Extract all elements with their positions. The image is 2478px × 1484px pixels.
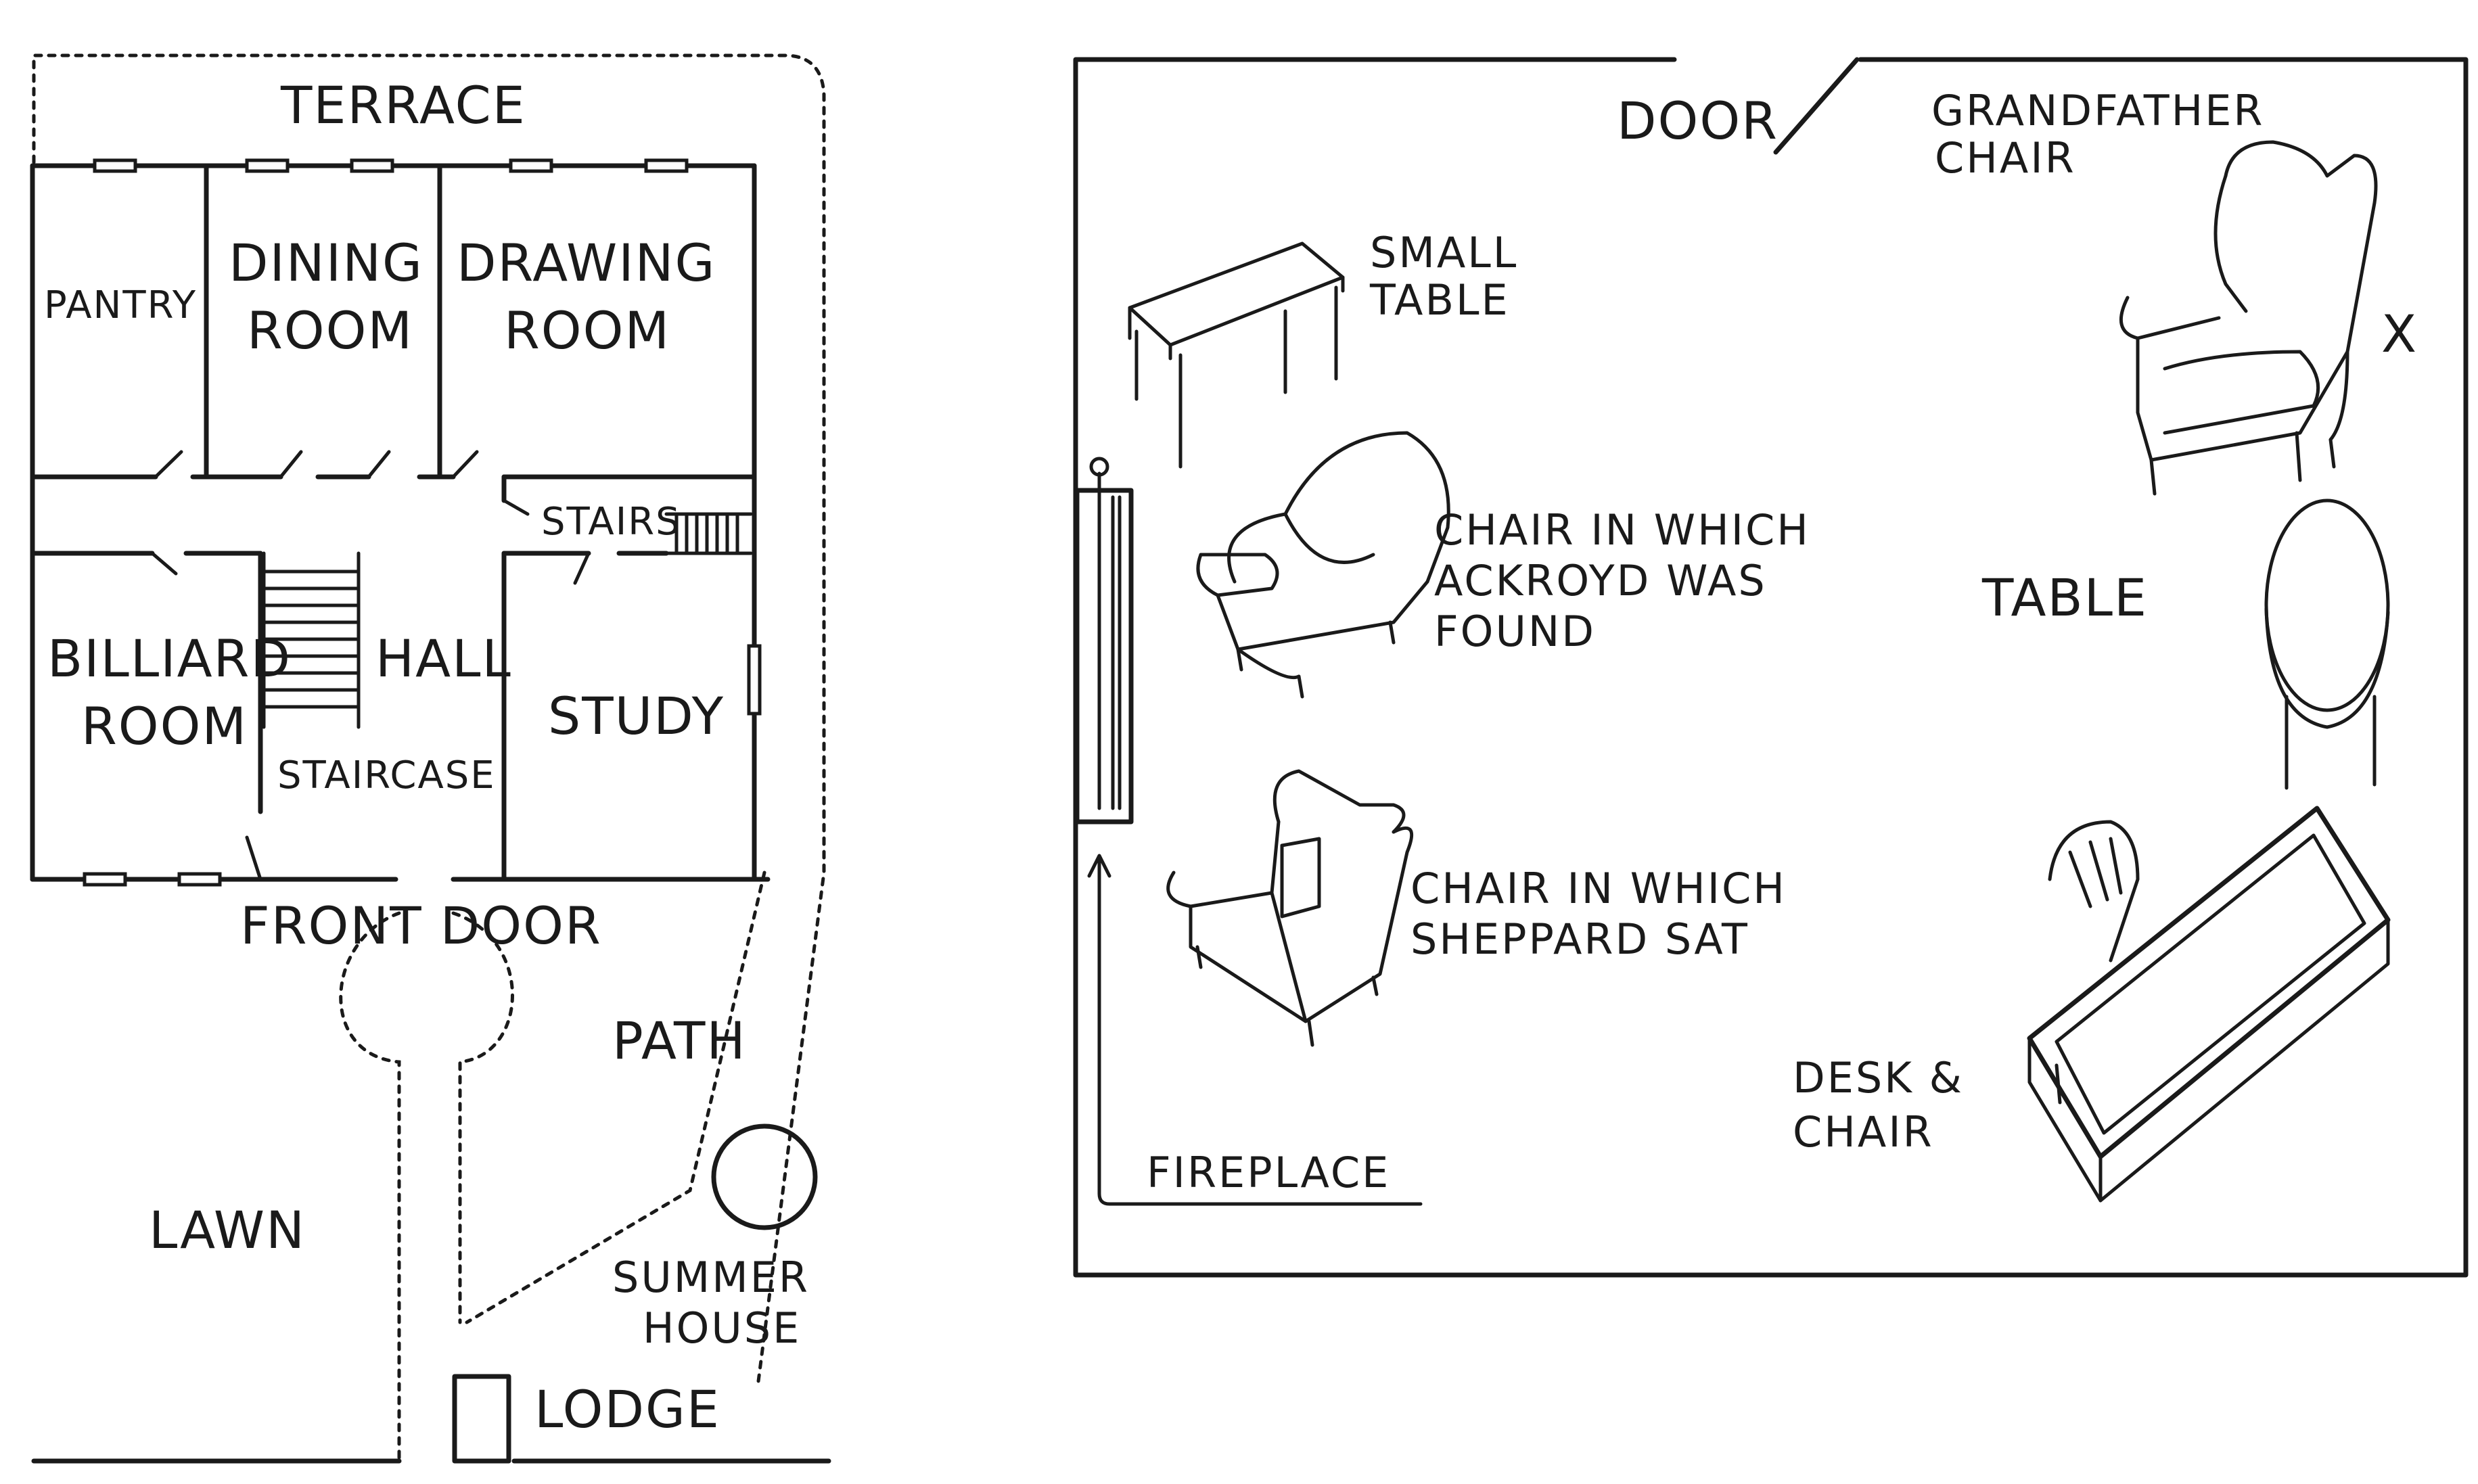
- desk-chair-label-1: DESK &: [1793, 1053, 1964, 1103]
- windows: [83, 158, 762, 887]
- chair-ackroyd-label-1: CHAIR IN WHICH: [1434, 505, 1810, 555]
- door-swing: [1773, 57, 1860, 155]
- ackroyd-chair-icon: [1196, 431, 1450, 699]
- drawing-room-label-2: ROOM: [504, 300, 670, 361]
- front-drive: [339, 911, 514, 1463]
- round-table-icon: [2264, 498, 2390, 790]
- back-stairs-treads: [664, 512, 753, 555]
- staircase-label: STAIRCASE: [277, 753, 496, 797]
- drawing-room-label-1: DRAWING: [457, 233, 716, 293]
- small-table-label-2: TABLE: [1369, 275, 1510, 325]
- fireplace-label: FIREPLACE: [1147, 1148, 1390, 1197]
- terrace-boundary: [32, 53, 826, 1389]
- summer-house-label-1: SUMMER: [612, 1253, 810, 1302]
- grandfather-chair-icon: [2119, 140, 2378, 496]
- lodge-shape: [452, 1374, 511, 1464]
- grandfather-chair-label-1: GRANDFATHER: [1931, 86, 2264, 135]
- lawn-label: LAWN: [149, 1200, 306, 1260]
- table-label: TABLE: [1981, 567, 2148, 628]
- fireplace-icon: [1074, 457, 1134, 825]
- dining-room-label-1: DINING: [229, 233, 423, 293]
- study-walls: [1073, 57, 2469, 1278]
- pantry-label: PANTRY: [44, 283, 197, 327]
- stairs-label: STAIRS: [541, 500, 681, 544]
- billiard-room-label-1: BILLIARD: [47, 628, 292, 689]
- billiard-room-label-2: ROOM: [81, 696, 248, 756]
- chair-sheppard-label-2: SHEPPARD SAT: [1410, 914, 1749, 964]
- study-label: STUDY: [548, 686, 725, 746]
- staircase-treads: [262, 551, 361, 729]
- grandfather-chair-label-2: CHAIR: [1935, 133, 2076, 183]
- summer-house-shape: [711, 1123, 818, 1230]
- sheppard-chair-icon: [1166, 769, 1414, 1047]
- terrace-label: TERRACE: [280, 75, 526, 135]
- house-plan: TERRACE PANTRY DINING ROOM DRAWING ROOM …: [30, 53, 831, 1464]
- small-table-icon: [1128, 241, 1345, 469]
- small-table-label-1: SMALL: [1370, 228, 1518, 277]
- desk-chair-label-2: CHAIR: [1793, 1107, 1934, 1157]
- door-label: DOOR: [1617, 91, 1779, 151]
- study-plan: X DOOR GRANDFATHER CHAIR SMALL TABLE CHA…: [1073, 57, 2469, 1278]
- x-mark: X: [2381, 304, 2418, 364]
- lodge-label: LODGE: [534, 1379, 720, 1439]
- chair-ackroyd-label-3: FOUND: [1434, 607, 1596, 656]
- summer-house-label-2: HOUSE: [643, 1303, 801, 1353]
- path-label: PATH: [612, 1011, 747, 1071]
- dining-room-label-2: ROOM: [247, 300, 413, 361]
- hall-label: HALL: [375, 628, 512, 689]
- front-door-label: FRONT DOOR: [240, 896, 602, 956]
- chair-ackroyd-label-2: ACKROYD WAS: [1434, 556, 1767, 605]
- chair-sheppard-label-1: CHAIR IN WHICH: [1410, 864, 1787, 913]
- fireplace-arrow: [1097, 857, 1423, 1206]
- desk-chair-icon: [2027, 806, 2391, 1203]
